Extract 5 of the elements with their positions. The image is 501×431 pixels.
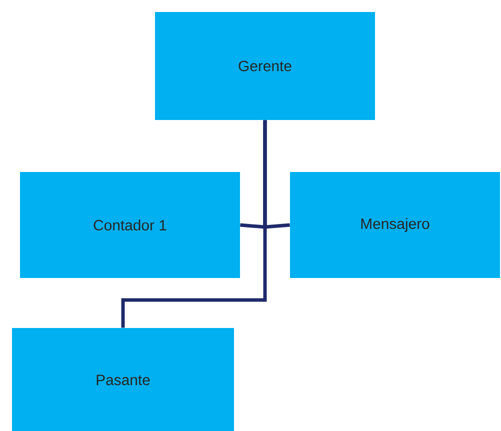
org-box: Gerente	[155, 12, 375, 120]
connector-line	[121, 120, 267, 328]
org-box: Pasante	[12, 328, 234, 431]
org-box: Mensajero	[290, 172, 500, 278]
org-box: Contador 1	[20, 172, 240, 278]
